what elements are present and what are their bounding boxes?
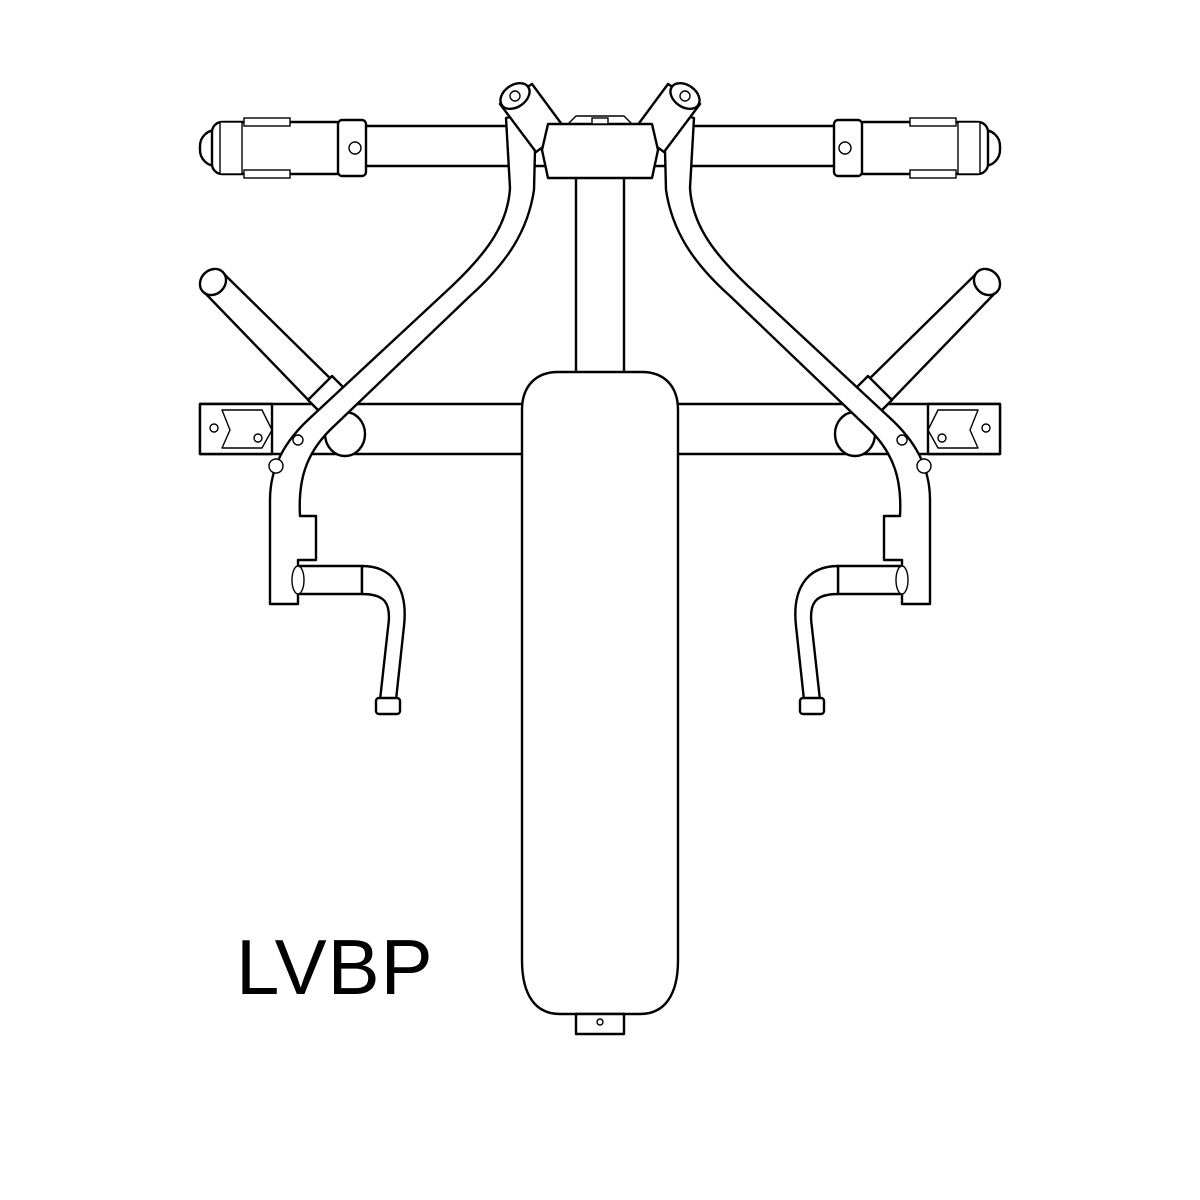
- top-left-weight-horn: [198, 117, 368, 179]
- center-upright: [574, 174, 626, 382]
- model-code-label: LVBP: [236, 923, 434, 1011]
- top-right-weight-horn: [832, 117, 1002, 179]
- left-angled-weight-horn: [198, 267, 352, 420]
- top-center-hub: [540, 115, 660, 180]
- right-angled-weight-horn: [848, 267, 1002, 420]
- bench-backrest-pad: [520, 370, 680, 1036]
